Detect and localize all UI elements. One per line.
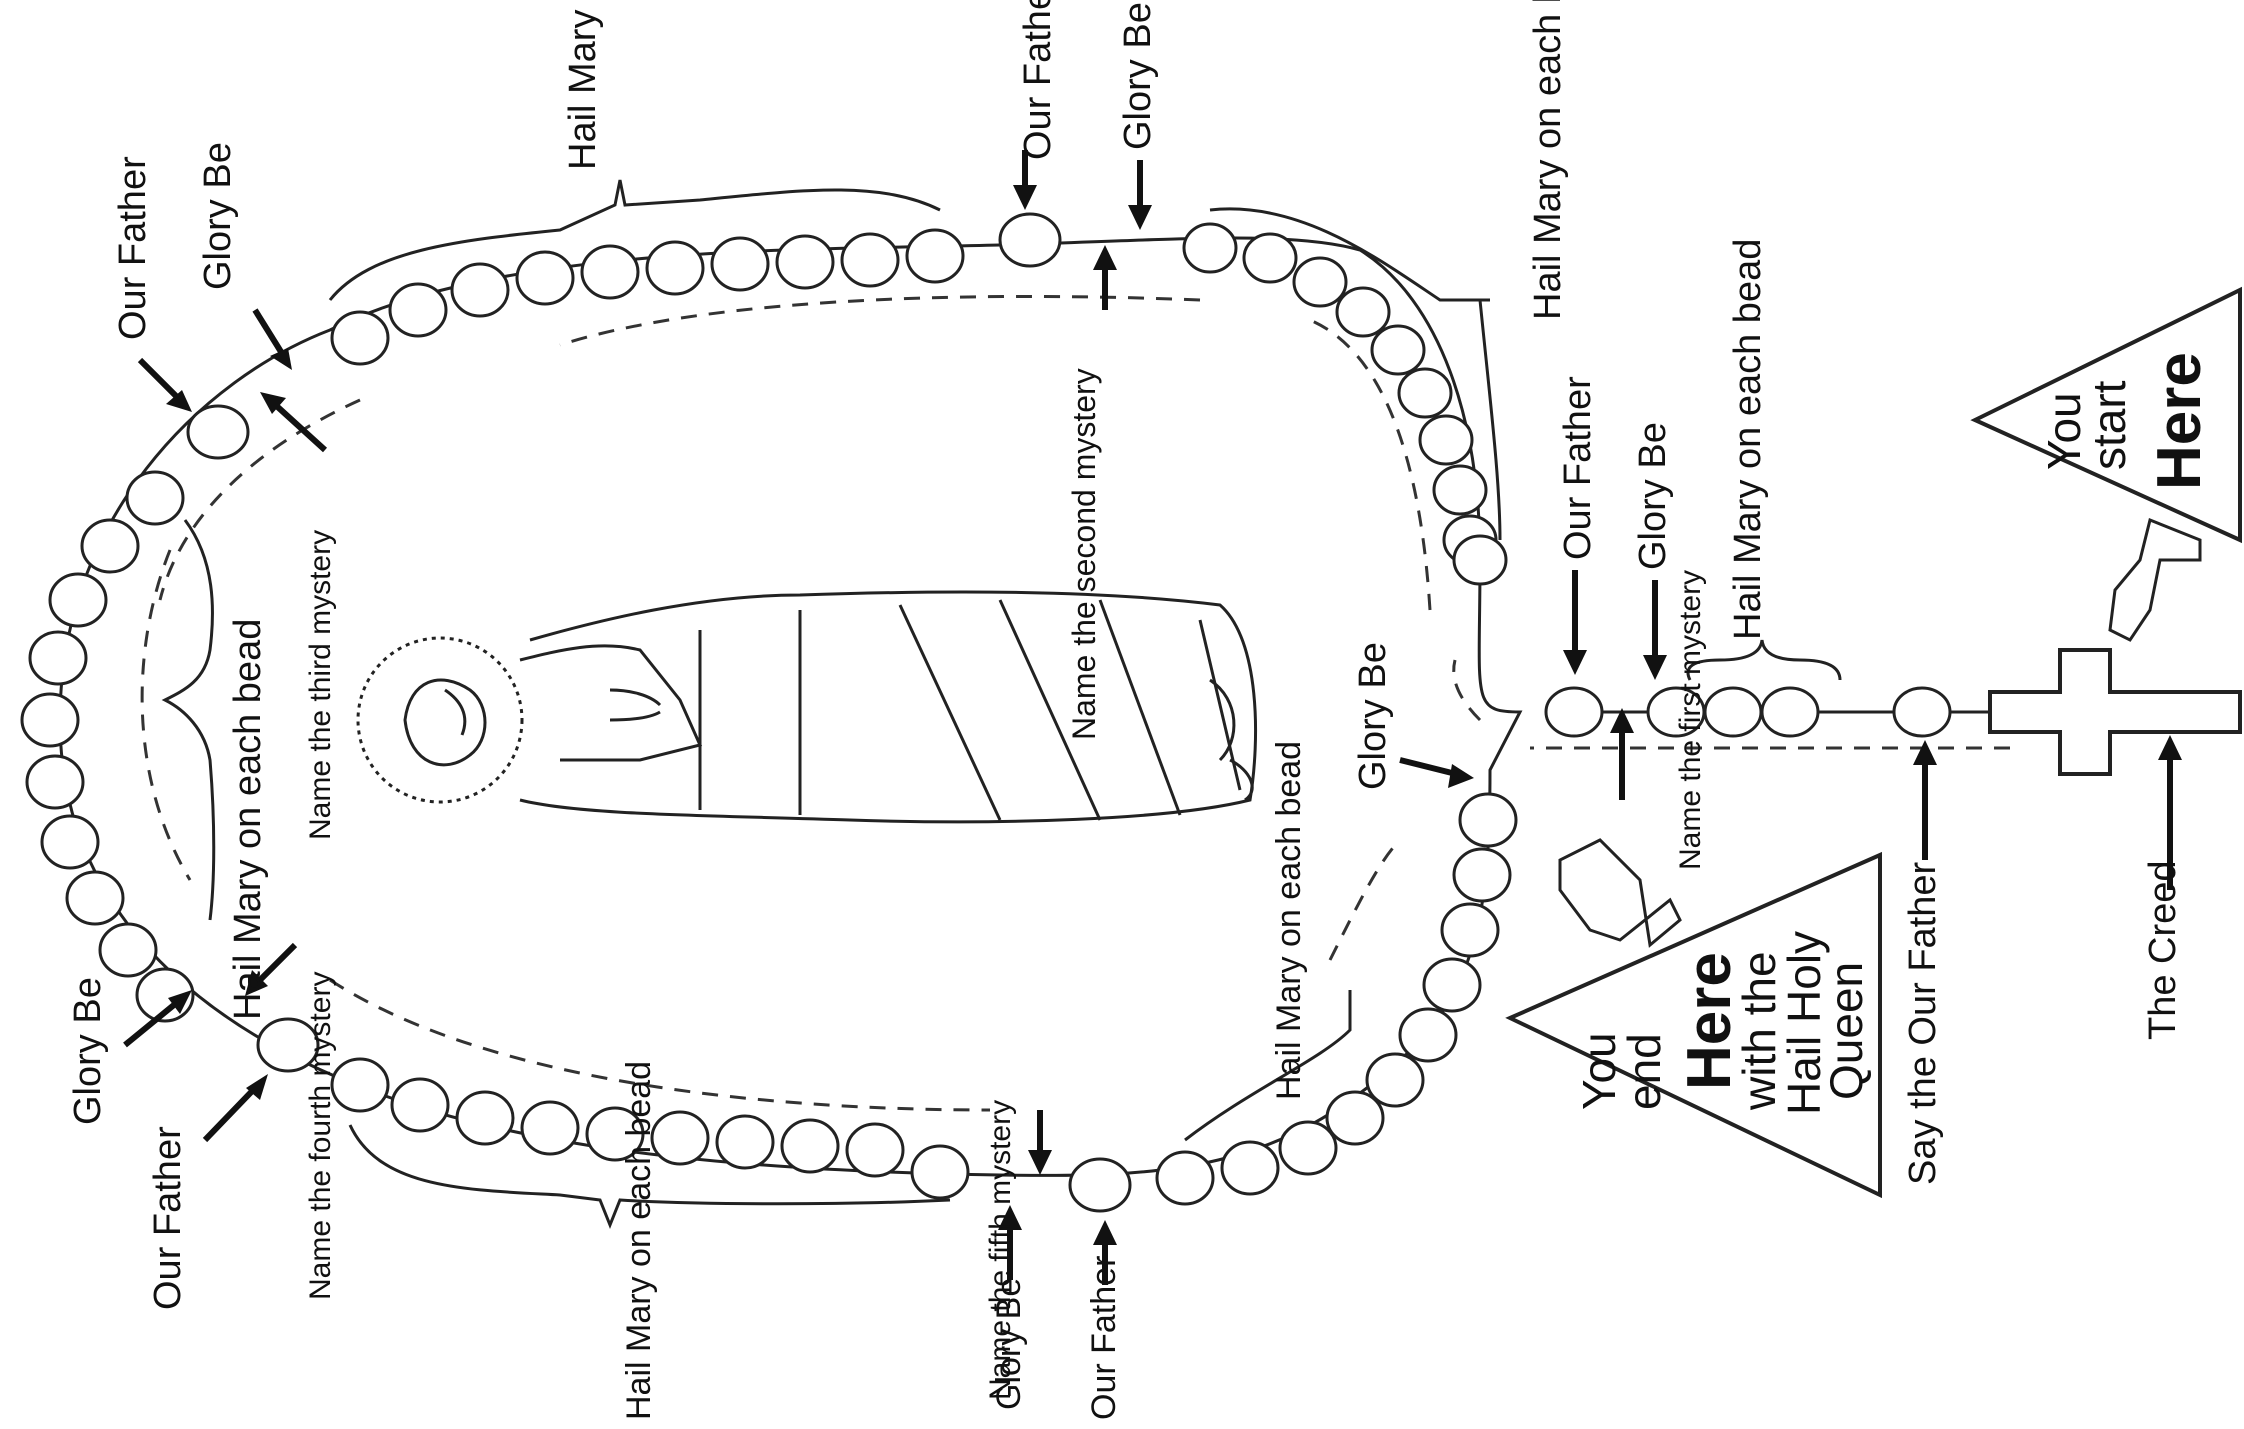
bead-centerpiece-our-father [1546, 688, 1602, 736]
start-sign: You start Here [1975, 290, 2240, 640]
path-arrow-centre [1454, 660, 1480, 720]
bead-our-father-5 [1070, 1159, 1130, 1211]
label-our-father-4: Our Father [147, 1126, 189, 1310]
start-sign-line2: start [2083, 380, 2135, 470]
path-arrow-decade-3b [142, 550, 190, 880]
label-glory-be-centre: Glory Be [1352, 642, 1394, 790]
label-second-mystery: Name the second mystery [1066, 368, 1102, 740]
pointing-hand-icon [2110, 520, 2200, 640]
brace-decade-3 [165, 520, 214, 920]
label-say-our-father: Say the Our Father [1902, 862, 1944, 1185]
label-our-father-3: Our Father [112, 156, 154, 340]
label-our-father-5: Our Father [1085, 1256, 1123, 1420]
decade-1 [1184, 224, 1506, 584]
label-glory-be-3: Glory Be [197, 142, 239, 290]
virgin-mary-image [358, 592, 1256, 822]
end-sign: You end Here with the Hail Holy Queen [1510, 840, 1880, 1195]
bead-pendant-our-father [1894, 688, 1950, 736]
pendant [1530, 640, 2240, 774]
label-hail-mary-decade-2: Hail Mary on each bead [562, 0, 604, 170]
label-fourth-mystery: Name the fourth mystery [304, 972, 337, 1300]
label-glory-be-4: Glory Be [67, 977, 109, 1125]
bead-our-father-3 [188, 406, 248, 458]
brace-pendant [1688, 640, 1840, 680]
path-arrow-decade-5 [1330, 840, 1400, 960]
label-hail-mary-decade-5: Hail Mary on each bead [1270, 741, 1308, 1100]
labels: The Creed Say the Our Father Our Father … [67, 0, 2184, 1420]
end-sign-line2: end [1618, 1033, 1670, 1110]
label-hail-mary-pendant: Hail Mary on each bead [1727, 239, 1769, 640]
label-hail-mary-decade-4: Hail Mary on each bead [620, 1061, 658, 1420]
bead-pendant-hail-mary-1 [1762, 688, 1818, 736]
cross-icon [1990, 650, 2240, 774]
pointing-hand-end-icon [1560, 840, 1680, 945]
label-creed: The Creed [2142, 860, 2184, 1040]
label-hail-mary-decade-3: Hail Mary on each bead [227, 619, 269, 1020]
decade-5 [1157, 794, 1516, 1204]
bead-our-father-2 [1000, 214, 1060, 266]
label-glory-be-pendant: Glory Be [1632, 422, 1674, 570]
label-first-mystery: Name the first mystery [1674, 570, 1707, 870]
label-glory-be-5: Glory Be [990, 1278, 1028, 1410]
bead-pendant-hail-mary-2 [1705, 688, 1761, 736]
label-third-mystery: Name the third mystery [304, 530, 337, 840]
label-hail-mary-decade-1: Hail Mary on each bead [1527, 0, 1569, 320]
label-glory-be-2: Glory Be [1117, 2, 1159, 150]
end-sign-line6: Queen [1820, 962, 1872, 1100]
label-our-father-2: Our Father [1017, 0, 1059, 160]
start-sign-line3: Here [2145, 352, 2214, 490]
label-our-father-pendant: Our Father [1557, 376, 1599, 560]
